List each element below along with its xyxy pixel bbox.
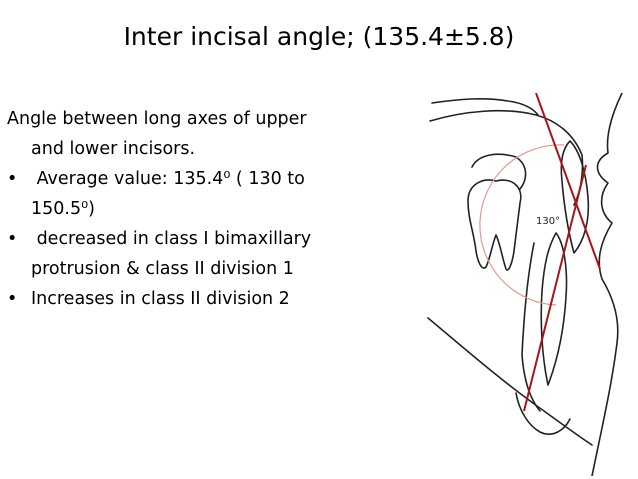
bullet-2-continued: protrusion & class II division 1 [31, 259, 294, 279]
bullet-1: • Average value: 135.4⁰ ( 130 to [7, 164, 407, 194]
slide-body: Angle between long axes of upper and low… [7, 104, 407, 314]
bullet-1-text: Average value: 135.4⁰ ( 130 to [31, 169, 305, 189]
bullet-3: • Increases in class II division 2 [7, 284, 407, 314]
lower-incisor-axis-line [523, 164, 587, 412]
molar-tooth [467, 179, 522, 271]
facial-profile-outline [591, 93, 623, 476]
chin-outline [515, 392, 571, 435]
alveolar-outline [521, 242, 541, 412]
cephalometric-figure: 130° [424, 93, 638, 476]
bullet-symbol: • [7, 169, 18, 189]
palate-line [431, 98, 539, 116]
cephalometric-tracing-icon: 130° [427, 93, 623, 476]
intro-line-1: Angle between long axes of upper [7, 109, 307, 129]
lower-incisor [540, 232, 568, 386]
bullet-3-text: Increases in class II division 2 [31, 289, 290, 309]
bullet-2-text: decreased in class I bimaxillary [31, 229, 312, 249]
angle-arc [479, 144, 565, 306]
intro-line-2: and lower incisors. [31, 139, 196, 159]
mandible-outline [427, 317, 593, 446]
bullet-symbol: • [7, 289, 18, 309]
slide-title: Inter incisal angle; (135.4±5.8) [123, 22, 515, 51]
angle-label: 130° [536, 216, 560, 227]
bullet-1-continued: 150.5⁰) [31, 199, 95, 219]
upper-incisor [560, 140, 590, 254]
molar-upper-crown [471, 153, 527, 190]
upper-incisor-axis-line [535, 93, 601, 270]
bullet-symbol: • [7, 229, 18, 249]
bullet-2: • decreased in class I bimaxillary [7, 224, 407, 254]
